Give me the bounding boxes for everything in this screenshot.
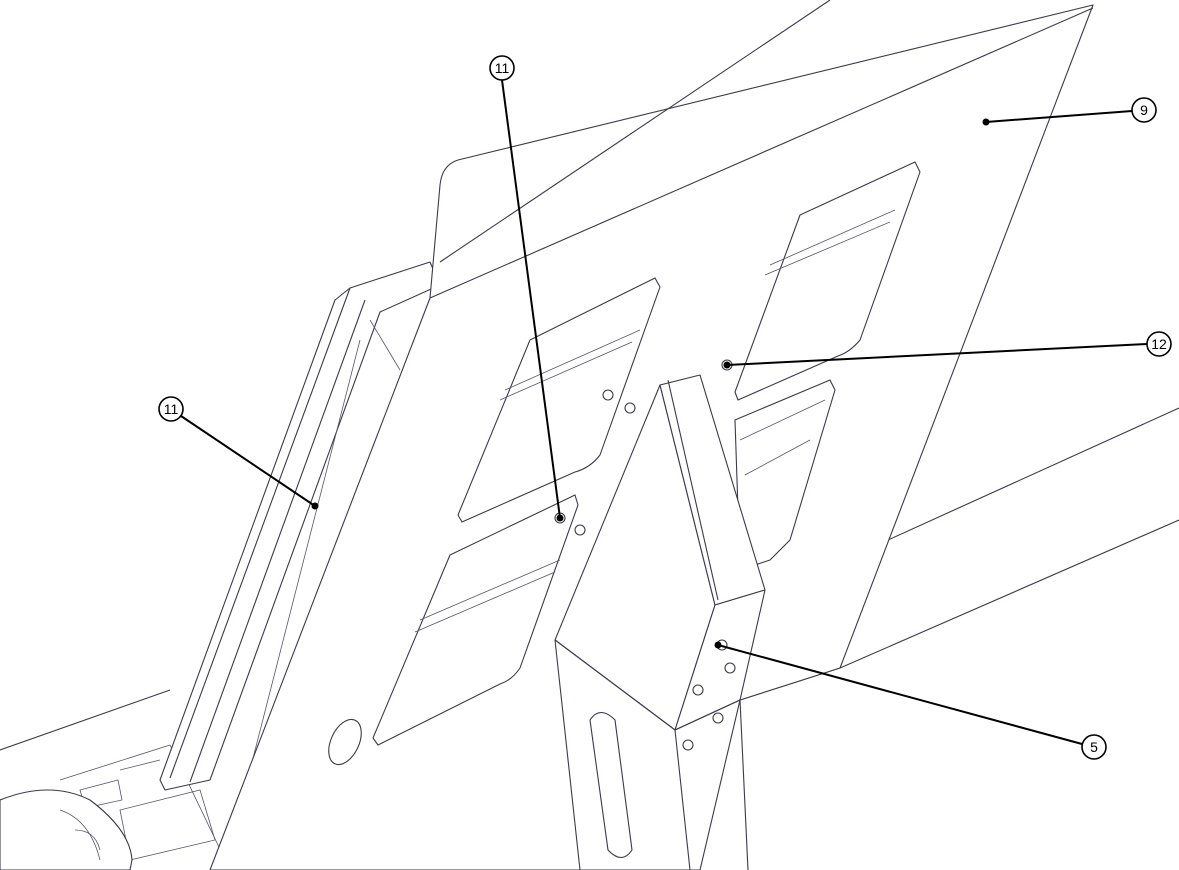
callout-9: 9 (982, 97, 1157, 126)
back-panel (159, 261, 441, 791)
mouse (0, 789, 133, 870)
callout-label: 11 (164, 401, 179, 417)
callout-11-left: 11 (158, 396, 319, 510)
callout-5: 5 (714, 641, 1107, 760)
callout-label: 9 (1140, 102, 1148, 118)
callout-label: 12 (1151, 336, 1167, 352)
stand (554, 374, 766, 870)
callout-12: 12 (723, 331, 1172, 369)
callout-label: 5 (1090, 739, 1098, 755)
callout-label: 11 (495, 60, 510, 76)
callout-11-top: 11 (489, 55, 564, 522)
